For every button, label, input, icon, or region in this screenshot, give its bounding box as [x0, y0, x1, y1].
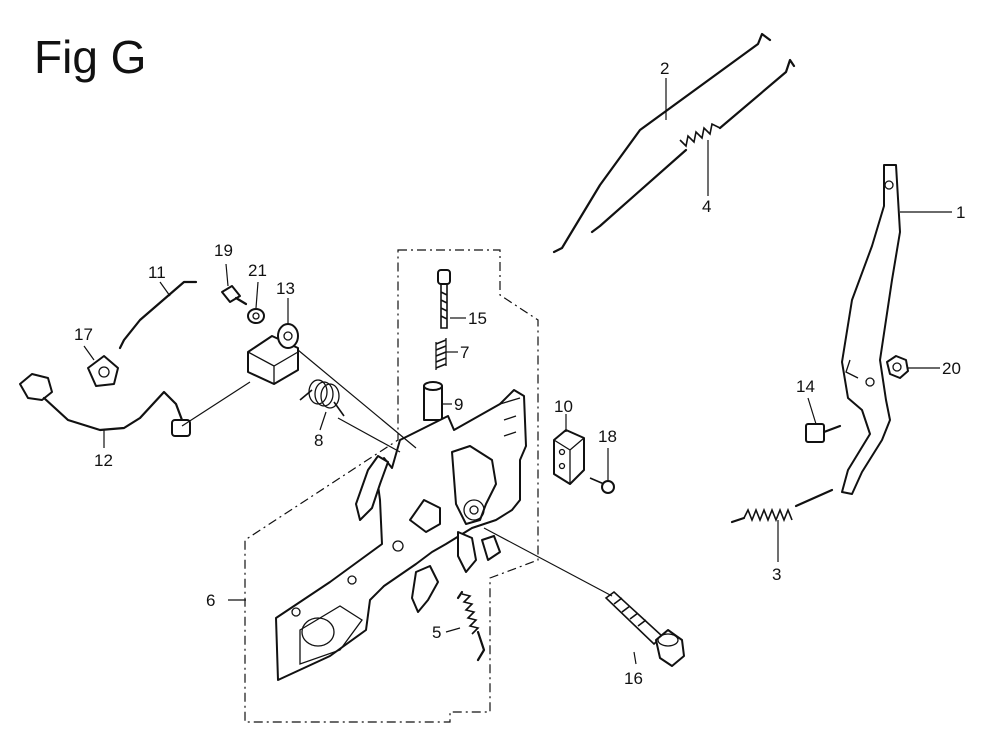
part-10-block: [553, 429, 585, 485]
part-15-bolt: [437, 269, 451, 329]
callout-12: 12: [94, 451, 113, 470]
part-7-spring: [435, 338, 447, 370]
part-2-throttle-rod: [552, 32, 772, 254]
callout-7: 7: [460, 343, 469, 362]
callout-6: 6: [206, 591, 215, 610]
callout-5: 5: [432, 623, 441, 642]
part-9-collar: [423, 381, 443, 421]
callout-18: 18: [598, 427, 617, 446]
callout-15: 15: [468, 309, 487, 328]
callout-numbers: 1 2 3 4 5 6 7 8 9 10 11 12 13 14 15 16 1…: [74, 59, 965, 688]
part-13-switch: [247, 323, 299, 385]
part-8-torsion-spring: [299, 379, 345, 417]
part-20-nut: [886, 355, 909, 379]
assembly-boundary: [244, 249, 539, 723]
callout-19: 19: [214, 241, 233, 260]
part-21-washer: [247, 308, 265, 324]
part-17-clip: [87, 355, 119, 387]
callout-2: 2: [660, 59, 669, 78]
callout-16: 16: [624, 669, 643, 688]
part-3-governor-spring: [730, 488, 834, 524]
callout-8: 8: [314, 431, 323, 450]
callout-13: 13: [276, 279, 295, 298]
callout-21: 21: [248, 261, 267, 280]
part-1-governor-arm: [841, 164, 901, 495]
callout-11: 11: [148, 263, 166, 282]
part-14-bolt: [805, 423, 842, 443]
callout-1: 1: [956, 203, 965, 222]
part-6-control-plate: [275, 389, 527, 681]
callout-17: 17: [74, 325, 93, 344]
part-12-stop-switch-wire: [19, 373, 191, 437]
leader-lines: [83, 78, 952, 665]
part-18-screw: [589, 477, 615, 494]
part-19-screw: [221, 285, 248, 306]
part-11-stop-wire: [118, 280, 198, 350]
figure-title: Fig G: [34, 31, 147, 83]
part-4-rod-with-spring: [590, 58, 796, 234]
callout-20: 20: [942, 359, 961, 378]
part-16-flange-bolt: [604, 590, 685, 667]
callout-4: 4: [702, 197, 711, 216]
callout-14: 14: [796, 377, 815, 396]
callout-3: 3: [772, 565, 781, 584]
part-5-spring: [456, 590, 486, 662]
callout-10: 10: [554, 397, 573, 416]
callout-9: 9: [454, 395, 463, 414]
